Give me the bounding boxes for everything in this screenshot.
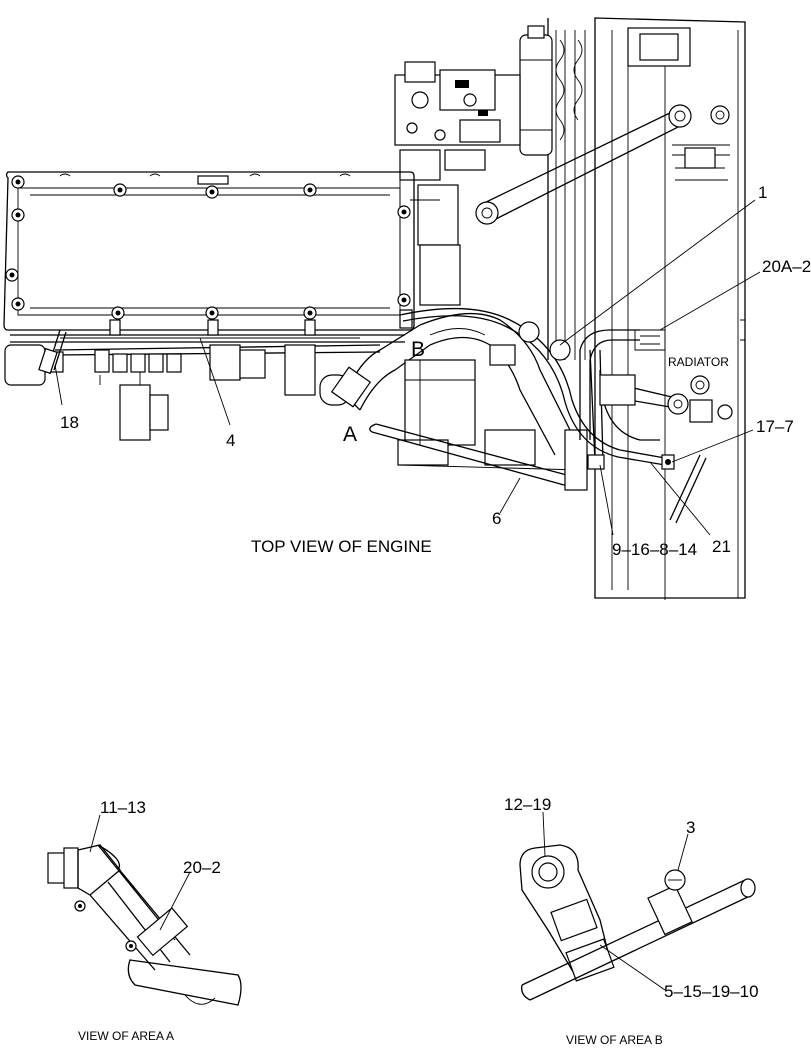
callout-9-16-8-14: 9–16–8–14 bbox=[612, 540, 697, 559]
callout-leaders-b bbox=[542, 811, 689, 991]
view-area-b-drawing bbox=[519, 844, 756, 1001]
callout-11-13: 11–13 bbox=[100, 798, 146, 817]
callout-1: 1 bbox=[758, 183, 767, 202]
callout-4: 4 bbox=[226, 431, 235, 450]
callout-17-7: 17–7 bbox=[756, 417, 794, 436]
tube-6 bbox=[369, 423, 588, 491]
fitting-18 bbox=[38, 329, 67, 375]
callout-20-2: 20–2 bbox=[183, 858, 221, 877]
area-a-marker: A bbox=[343, 423, 357, 446]
support-rod-upper bbox=[475, 104, 692, 225]
cover-bolts bbox=[5, 175, 411, 320]
radiator-core bbox=[547, 18, 586, 360]
view-area-a-caption: VIEW OF AREA A bbox=[78, 1029, 174, 1043]
callout-leaders-top bbox=[54, 199, 761, 536]
overflow-tank bbox=[519, 25, 553, 156]
view-area-a-drawing bbox=[47, 844, 242, 1006]
callout-12-19: 12–19 bbox=[504, 795, 551, 814]
upper-components bbox=[394, 61, 521, 306]
radiator-assembly bbox=[594, 17, 746, 600]
top-view-caption: TOP VIEW OF ENGINE bbox=[251, 537, 432, 556]
callout-3: 3 bbox=[686, 818, 695, 837]
hose-21 bbox=[399, 307, 666, 466]
fuel-line-rail bbox=[10, 334, 405, 356]
radiator-label: RADIATOR bbox=[668, 355, 729, 369]
callout-21: 21 bbox=[712, 537, 731, 556]
fitting-17-7 bbox=[661, 454, 707, 524]
engine-block-center bbox=[397, 344, 581, 471]
view-area-b-caption: VIEW OF AREA B bbox=[566, 1033, 663, 1047]
callout-18: 18 bbox=[60, 413, 79, 432]
callout-20a-2: 20A–2 bbox=[762, 257, 811, 276]
callout-6: 6 bbox=[492, 509, 501, 528]
valve-cover bbox=[3, 171, 415, 331]
area-b-marker: B bbox=[411, 338, 425, 361]
callout-5-15-19-10: 5–15–19–10 bbox=[664, 982, 759, 1001]
rail-fittings bbox=[109, 309, 413, 336]
support-rod-lower bbox=[599, 374, 689, 415]
callout-leaders-a bbox=[89, 814, 191, 931]
